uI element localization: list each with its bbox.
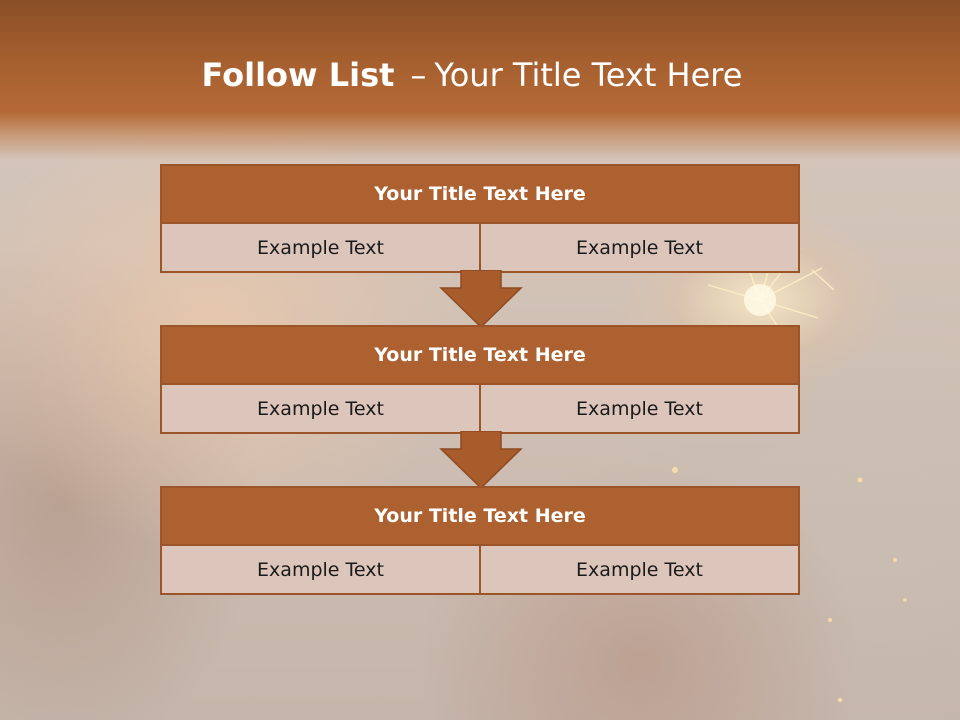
block-cell-right: Example Text (479, 546, 798, 593)
block-cell-left: Example Text (257, 236, 384, 259)
title-bold-part: Follow List (201, 56, 395, 94)
flow-block-3: Your Title Text Here Example Text Exampl… (160, 486, 800, 595)
block-row: Example Text Example Text (162, 224, 798, 271)
title-dash: – (410, 56, 427, 94)
flow-block-1: Your Title Text Here Example Text Exampl… (160, 164, 800, 273)
block-cell-left: Example Text (257, 397, 384, 420)
block-row: Example Text Example Text (162, 385, 798, 432)
block-cell-right: Example Text (479, 224, 798, 271)
flow-block-2: Your Title Text Here Example Text Exampl… (160, 325, 800, 434)
block-cell-left: Example Text (257, 558, 384, 581)
header-band (0, 0, 960, 160)
block-row: Example Text Example Text (162, 546, 798, 593)
block-title: Your Title Text Here (162, 488, 798, 546)
down-arrow-1 (439, 270, 523, 328)
down-arrow-2 (439, 431, 523, 489)
slide-title: Follow List–Your Title Text Here (0, 56, 944, 94)
block-title: Your Title Text Here (162, 327, 798, 385)
block-cell-right: Example Text (479, 385, 798, 432)
title-rest-part: Your Title Text Here (434, 56, 743, 94)
block-title: Your Title Text Here (162, 166, 798, 224)
